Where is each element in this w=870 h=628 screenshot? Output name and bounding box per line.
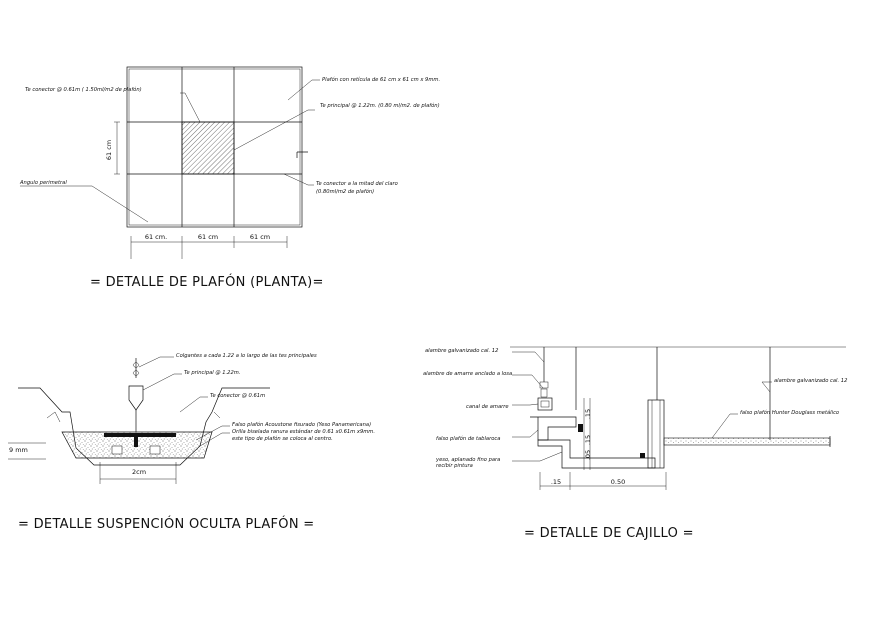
leader-te-conector-top bbox=[180, 92, 201, 123]
cajillo-detail: .15 .15 .05 .15 0.50 alambre galvanizado… bbox=[423, 346, 847, 541]
dim-label-1: 61 cm. bbox=[145, 233, 167, 241]
note-falso-plafon-1: Falso plafón Acoustone fisurado (Yeso Pa… bbox=[232, 421, 371, 428]
note-te-conector-mitad-1: Te conector a la mitad del claro bbox=[316, 181, 398, 187]
dim-v2: .15 bbox=[584, 435, 592, 445]
plan-outer-frame bbox=[126, 66, 303, 228]
cajillo-title: = DETALLE DE CAJILLO = bbox=[524, 526, 694, 541]
note-canal-amarre: canal de amarre bbox=[466, 404, 509, 410]
hatched-panel bbox=[181, 121, 235, 175]
note-te-conector: Te conector @ 0.61m bbox=[210, 393, 265, 399]
dim-vertical-label: 61 cm bbox=[105, 140, 113, 160]
plan-inner-frame bbox=[128, 68, 301, 226]
note-yeso-2: recibir pintura bbox=[436, 463, 473, 469]
note-te-principal: Te principal @ 1.22m. (0.80 ml/m2. de pl… bbox=[320, 102, 440, 109]
note-te-conector-top: Te conector @ 0.61m ( 1.50ml/m2 de plafó… bbox=[25, 86, 142, 93]
edge-mark bbox=[296, 151, 308, 158]
leader-plafon-reticula bbox=[287, 79, 320, 101]
leader-te-conector-mitad bbox=[283, 173, 314, 186]
leader-angulo bbox=[20, 185, 149, 223]
dim-width: 2cm bbox=[132, 468, 146, 476]
dim-thickness: 9 mm bbox=[9, 446, 28, 454]
note-te-conector-mitad-2: (0.80ml/m2 de plafón) bbox=[316, 188, 374, 195]
note-alambre-amarre: alambre de amarre anclado a losa bbox=[423, 371, 512, 377]
dim-label-2: 0.50 bbox=[611, 478, 625, 486]
canal-amarre bbox=[537, 397, 553, 411]
suspension-detail: 9 mm 2cm Colgantes a cada 1.22 a lo larg… bbox=[8, 353, 375, 532]
note-yeso-1: yeso, aplanado fino para bbox=[435, 457, 500, 463]
tablaroca-upper bbox=[530, 416, 577, 441]
suspension-title: = DETALLE SUSPENCIÓN OCULTA PLAFÓN = bbox=[18, 516, 314, 532]
note-falso-plafon-3: este tipo de plafón se coloca al centro. bbox=[232, 435, 333, 442]
tablaroca-profile bbox=[537, 439, 656, 469]
note-alambre-galv-left: alambre galvanizado cal. 12 bbox=[425, 348, 498, 354]
dim-v1: .15 bbox=[584, 409, 592, 419]
suspension-outline bbox=[18, 387, 270, 466]
note-falso-tablaroca: falso plafón de tablaroca bbox=[436, 435, 500, 442]
dim-label-2: 61 cm bbox=[198, 233, 218, 241]
te-principal-profile bbox=[128, 385, 144, 411]
note-colgantes: Colgantes a cada 1.22 a lo largo de las … bbox=[176, 353, 317, 359]
note-angulo-perimetral: Angulo perimetral bbox=[19, 180, 67, 186]
note-plafon-reticula: Plafón con retícula de 61 cm x 61 cm x 9… bbox=[322, 76, 440, 83]
dim-label-1: .15 bbox=[551, 478, 561, 486]
cajillo-column bbox=[647, 399, 665, 469]
note-falso-plafon-2: Orilla biselada ranura estándar de 0.61 … bbox=[232, 428, 375, 435]
note-falso-hunter: falso plafón Hunter Douglass metálico bbox=[740, 409, 839, 416]
te-flange bbox=[104, 433, 176, 437]
leader-te-principal bbox=[233, 109, 315, 151]
dim-label-3: 61 cm bbox=[250, 233, 270, 241]
dim-v3: .05 bbox=[584, 450, 592, 460]
note-te-principal: Te principal @ 1.22m. bbox=[184, 370, 240, 376]
hunter-douglas-ceiling bbox=[663, 437, 831, 446]
plan-detail: 61 cm 61 cm. 61 cm 61 cm Te conector @ 0… bbox=[19, 66, 440, 290]
plan-title: = DETALLE DE PLAFÓN (PLANTA)= bbox=[90, 274, 324, 290]
note-alambre-galv-right: alambre galvanizado cal. 12 bbox=[774, 378, 847, 384]
